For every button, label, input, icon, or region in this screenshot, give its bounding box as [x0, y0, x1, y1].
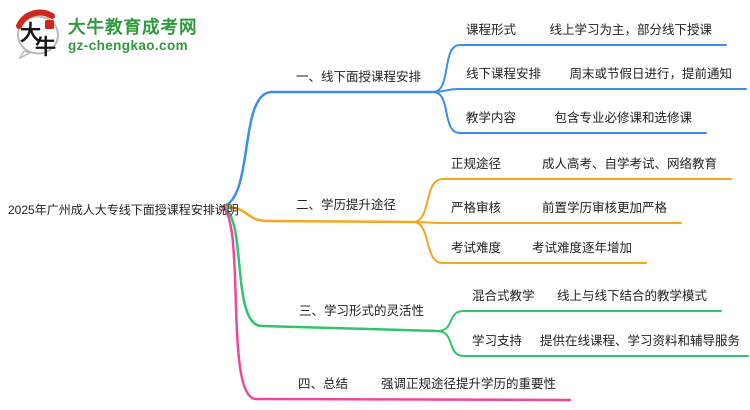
branch-learning-flexibility[interactable]: 三、学习形式的灵活性: [299, 304, 425, 318]
site-name: 大牛教育成考网: [68, 17, 198, 37]
subtopic-strict-review[interactable]: 严格审核 前置学历审核更加严格: [437, 197, 681, 216]
svg-text:牛: 牛: [35, 36, 56, 59]
root-topic[interactable]: 2025年广州成人大专线下面授课程安排说明: [8, 203, 239, 217]
subtopic-label: 学习支持: [472, 334, 523, 348]
branch-summary[interactable]: 四、总结 强调正规途径提升学历的重要性: [284, 373, 570, 392]
subtopic-learning-support[interactable]: 学习支持 提供在线课程、学习资料和辅导服务: [458, 330, 748, 349]
subtopic-desc: 提供在线课程、学习资料和辅导服务: [540, 334, 741, 348]
branch-1-lines: [220, 44, 747, 209]
site-logo[interactable]: 大 牛 大牛教育成考网 gz-chengkao.com: [14, 9, 198, 59]
subtopic-formal-channels[interactable]: 正规途径 成人高考、自学考试、网络教育: [437, 153, 731, 172]
branch-offline-course-arrangement[interactable]: 一、线下面授课程安排: [296, 70, 422, 84]
svg-text:大: 大: [20, 22, 41, 45]
subtopic-course-format[interactable]: 课程形式 线上学习为主，部分线下授课: [452, 19, 726, 38]
subtopic-label: 正规途径: [451, 157, 502, 171]
subtopic-exam-difficulty[interactable]: 考试难度 考试难度逐年增加: [437, 237, 646, 256]
ox-speech-bubble-icon: 大 牛: [16, 9, 59, 59]
branch-3-lines: [220, 205, 749, 357]
branch-summary-label: 四、总结: [298, 377, 349, 391]
subtopic-label: 严格审核: [451, 201, 502, 215]
branch-summary-desc: 强调正规途径提升学历的重要性: [380, 377, 556, 391]
subtopic-desc: 包含专业必修课和选修课: [554, 111, 692, 125]
branch-education-upgrade-paths[interactable]: 二、学历提升途径: [296, 198, 397, 212]
branch-4-lines: [220, 205, 572, 402]
subtopic-desc: 线上与线下结合的教学模式: [556, 289, 707, 303]
subtopic-offline-schedule[interactable]: 线下课程安排 周末或节假日进行，提前通知: [452, 63, 746, 82]
subtopic-teaching-content[interactable]: 教学内容 包含专业必修课和选修课: [452, 107, 706, 126]
subtopic-desc: 前置学历审核更加严格: [541, 201, 667, 215]
subtopic-blended-teaching[interactable]: 混合式教学 线上与线下结合的教学模式: [458, 285, 721, 304]
branch-2-lines: [220, 178, 732, 264]
subtopic-label: 线下课程安排: [466, 67, 542, 81]
subtopic-desc: 考试难度逐年增加: [531, 241, 632, 255]
subtopic-label: 混合式教学: [472, 289, 535, 303]
subtopic-label: 考试难度: [451, 241, 502, 255]
subtopic-desc: 周末或节假日进行，提前通知: [569, 67, 732, 81]
site-domain: gz-chengkao.com: [68, 38, 189, 54]
subtopic-label: 教学内容: [466, 111, 517, 125]
subtopic-desc: 线上学习为主，部分线下授课: [549, 23, 712, 37]
subtopic-desc: 成人高考、自学考试、网络教育: [541, 157, 717, 171]
subtopic-label: 课程形式: [466, 23, 517, 37]
